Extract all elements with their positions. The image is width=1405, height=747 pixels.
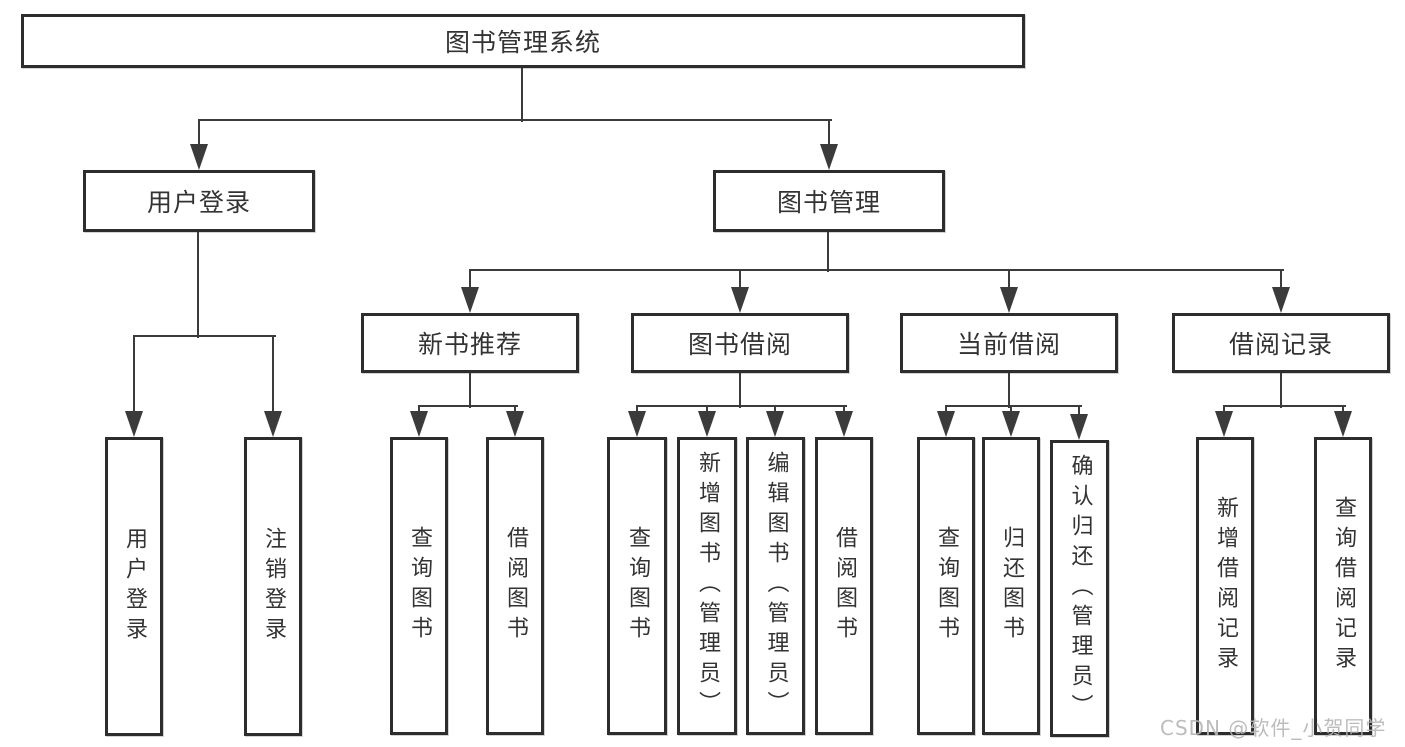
arrowhead-down-icon [1215,411,1233,437]
connector-vline [636,406,638,415]
csdn-watermark: CSDN @软件_小贺同学 [1160,716,1387,740]
group-box-current-borrow: 当前借阅 [900,313,1118,373]
connector-hline [198,119,832,121]
leaf-box-query-books-current: 查询图书 [917,437,975,735]
leaf-box-confirm-return-admin: 确认归还（管理员） [1050,440,1109,737]
connector-hline [1223,405,1346,407]
connector-vline [198,120,200,148]
branch-box-user-login: 用户登录 [83,170,315,232]
branch-box-book-management: 图书管理 [713,170,945,232]
arrowhead-down-icon [461,287,479,313]
connector-vline [197,232,199,338]
leaf-box-borrow-books: 借阅图书 [815,437,873,735]
group-box-book-borrow: 图书借阅 [631,313,849,373]
arrowhead-down-icon [937,411,955,437]
connector-vline [827,232,829,272]
connector-vline [1223,406,1225,415]
group-box-new-book-recommend: 新书推荐 [361,313,579,373]
arrowhead-down-icon [125,411,143,437]
connector-vline [514,406,516,415]
arrowhead-down-icon [628,411,646,437]
connector-vline [945,406,947,415]
arrowhead-down-icon [820,144,838,170]
leaf-box-query-books-recommend: 查询图书 [390,437,448,735]
connector-vline [133,336,135,415]
arrowhead-down-icon [410,411,428,437]
connector-vline [1010,406,1012,415]
connector-vline [1280,270,1282,291]
arrowhead-down-icon [731,287,749,313]
root-box-library-system: 图书管理系统 [21,14,1025,68]
connector-vline [1342,406,1344,415]
connector-vline [774,406,776,415]
connector-vline [418,406,420,415]
connector-vline [739,270,741,291]
connector-vline [828,120,830,148]
arrowhead-down-icon [698,411,716,437]
connector-hline [418,405,518,407]
leaf-box-borrow-books-recommend: 借阅图书 [486,437,544,735]
leaf-box-query-books-borrow: 查询图书 [607,437,667,735]
group-box-borrow-records: 借阅记录 [1172,313,1390,373]
leaf-box-logout: 注销登录 [244,437,302,736]
arrowhead-down-icon [835,411,853,437]
arrowhead-down-icon [1334,411,1352,437]
leaf-box-user-login: 用户登录 [105,437,163,736]
connector-hline [636,405,847,407]
connector-vline [843,406,845,415]
connector-hline [469,269,1284,271]
arrowhead-down-icon [1002,411,1020,437]
arrowhead-down-icon [264,411,282,437]
leaf-box-return-books: 归还图书 [982,437,1040,735]
arrowhead-down-icon [190,144,208,170]
connector-vline [272,336,274,415]
leaf-box-add-borrow-record: 新增借阅记录 [1196,437,1254,735]
connector-vline [1008,373,1010,408]
arrowhead-down-icon [1070,414,1088,440]
arrowhead-down-icon [506,411,524,437]
connector-vline [469,373,471,408]
arrowhead-down-icon [766,411,784,437]
connector-hline [133,335,276,337]
leaf-box-query-borrow-record: 查询借阅记录 [1314,437,1372,735]
leaf-box-edit-books-admin: 编辑图书（管理员） [746,437,805,735]
connector-vline [1280,373,1282,408]
connector-vline [1008,270,1010,291]
arrowhead-down-icon [1272,287,1290,313]
connector-vline [469,270,471,291]
connector-vline [706,406,708,415]
arrowhead-down-icon [1000,287,1018,313]
connector-vline [739,373,741,408]
leaf-box-add-books-admin: 新增图书（管理员） [677,437,737,735]
connector-vline [1078,406,1080,415]
connector-vline [521,68,523,122]
connector-hline [945,405,1082,407]
